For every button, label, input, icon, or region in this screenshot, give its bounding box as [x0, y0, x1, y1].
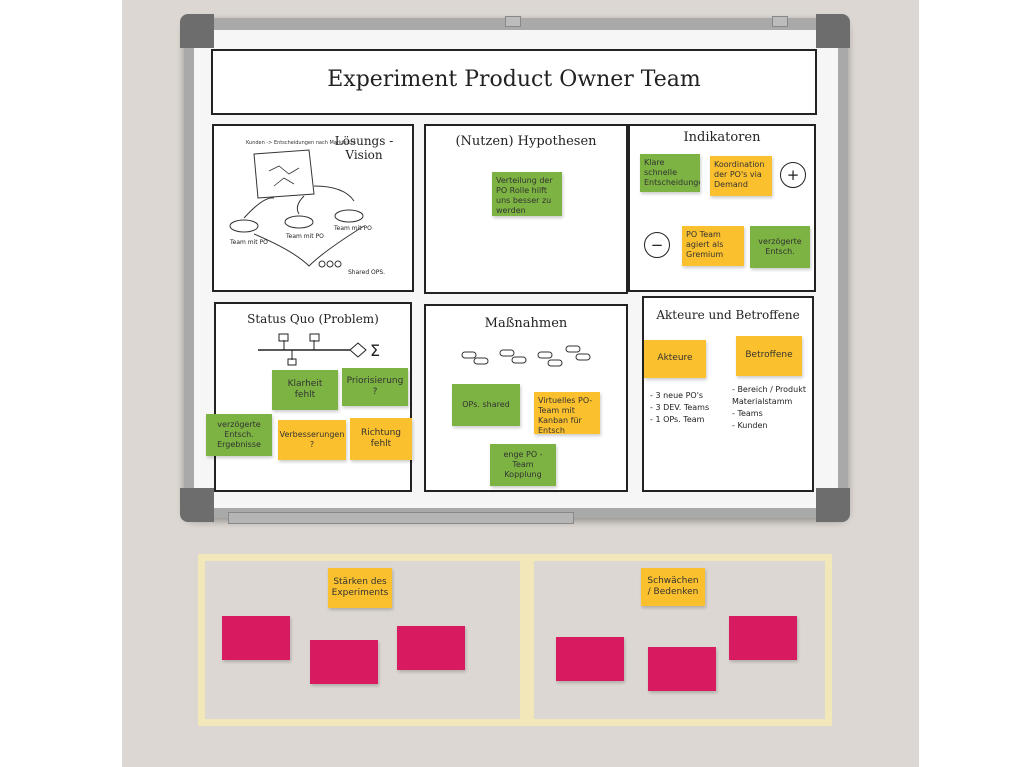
section-actors: Akteure und Betroffene Akteure Betroffen… [642, 296, 814, 492]
pink-sticky-note [397, 626, 465, 670]
sticky-note: Betroffene [736, 336, 802, 376]
shared-label: Shared OPS. [348, 269, 385, 276]
pink-sticky-note [310, 640, 378, 684]
section-title: (Nutzen) Hypothesen [455, 134, 597, 149]
svg-text:Σ: Σ [370, 341, 380, 360]
sticky-note: PO Team agiert als Gremium [682, 226, 744, 266]
sticky-note: enge PO - Team Kopplung [490, 444, 556, 486]
sticky-note: OPs. shared [452, 384, 520, 426]
sticky-note: Koordination der PO's via Demand [710, 156, 772, 196]
board-corner-bottom-right [816, 488, 850, 522]
sticky-note: Richtung fehlt [350, 418, 412, 460]
pink-sticky-note [222, 616, 290, 660]
vision-sketch-icon: Kunden -> Entscheidungen nach Marktsicht… [229, 140, 385, 276]
sketch-note: Kunden -> Entscheidungen nach Marktsicht [246, 140, 356, 146]
list-item: 3 neue PO's [650, 390, 730, 402]
list-item: 3 DEV. Teams [650, 402, 730, 414]
board-corner-top-right [816, 14, 850, 48]
sticky-note: Priorisierung ? [342, 368, 408, 406]
team-label: Team mit PO [285, 233, 324, 240]
section-status-quo: Status Quo (Problem) Σ Klarheit fehlt Pr… [214, 302, 412, 492]
akteure-list: 3 neue PO's 3 DEV. Teams 1 OPs. Team [650, 390, 730, 426]
board-clip [505, 16, 521, 27]
weaknesses-frame [520, 554, 832, 726]
plus-icon: + [780, 162, 806, 188]
team-label: Team mit PO [229, 239, 268, 246]
list-item: Bereich / Produkt Materialstamm [732, 384, 812, 408]
section-vision: Lösungs - Vision Kunden -> Entscheidunge… [212, 124, 414, 292]
marker-tray [228, 512, 574, 524]
board-clip [772, 16, 788, 27]
sticky-note: Verteilung der PO Rolle hilft uns besser… [492, 172, 562, 216]
pink-sticky-note [556, 637, 624, 681]
section-title: Status Quo (Problem) [247, 312, 379, 326]
pink-sticky-note [729, 616, 797, 660]
section-title: Indikatoren [683, 130, 761, 145]
pink-sticky-note [648, 647, 716, 691]
betroffene-list: Bereich / Produkt Materialstamm Teams Ku… [732, 384, 812, 432]
section-indicators: Indikatoren Klare schnelle Entscheidunge… [628, 124, 816, 292]
strengths-label-note: Stärken des Experiments [328, 568, 392, 608]
minus-icon: − [644, 232, 670, 258]
sticky-note: Klarheit fehlt [272, 370, 338, 410]
list-item: Teams [732, 408, 812, 420]
board-corner-top-left [180, 14, 214, 48]
sticky-note: Akteure [644, 340, 706, 378]
sticky-note: verzögerte Entsch. [750, 226, 810, 268]
list-item: Kunden [732, 420, 812, 432]
section-hypotheses: (Nutzen) Hypothesen Verteilung der PO Ro… [424, 124, 628, 294]
section-measures: Maßnahmen OPs. shared Virtuelles PO-Team… [424, 304, 628, 492]
fishbone-diagram-icon: Σ [258, 333, 380, 366]
team-label: Team mit PO [333, 225, 372, 232]
pills-icon [461, 345, 591, 367]
sticky-note: Verbesserungen ? [278, 420, 346, 460]
board-title-box: Experiment Product Owner Team [211, 49, 817, 115]
sticky-note: Klare schnelle Entscheidungen [640, 154, 700, 192]
weaknesses-label-note: Schwächen / Bedenken [641, 568, 705, 606]
section-title: Lösungs - Vision [334, 134, 394, 162]
section-title: Maßnahmen [484, 316, 568, 331]
sticky-note: verzögerte Entsch. Ergebnisse [206, 414, 272, 456]
sticky-note: Virtuelles PO-Team mit Kanban für Entsch [534, 392, 600, 434]
list-item: 1 OPs. Team [650, 414, 730, 426]
board-title: Experiment Product Owner Team [327, 67, 701, 92]
board-corner-bottom-left [180, 488, 214, 522]
section-title: Akteure und Betroffene [656, 308, 800, 322]
strengths-frame [198, 554, 534, 726]
